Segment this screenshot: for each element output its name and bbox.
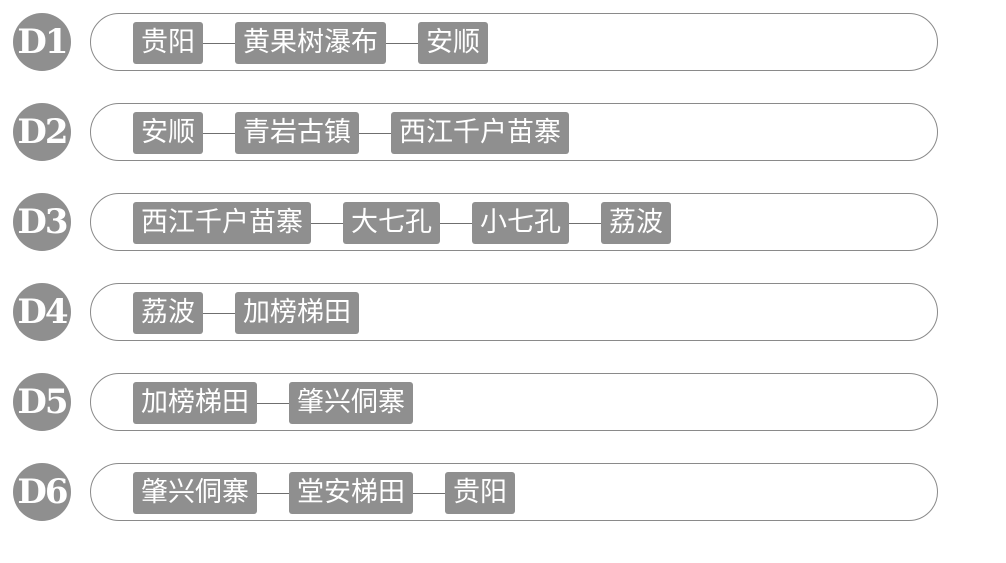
stop-sequence: 荔波 加榜梯田 (133, 292, 359, 334)
day-track: 贵阳 黄果树瀑布 安顺 (90, 13, 938, 71)
day-track: 荔波 加榜梯田 (90, 283, 938, 341)
day-row-5: D5 加榜梯田 肇兴侗寨 (0, 373, 1006, 433)
stop-box: 堂安梯田 (289, 472, 413, 514)
stop-sequence: 肇兴侗寨 堂安梯田 贵阳 (133, 472, 515, 514)
stop-box: 加榜梯田 (235, 292, 359, 334)
day-badge: D3 (13, 193, 71, 251)
connector-line (311, 222, 343, 224)
day-badge: D4 (13, 283, 71, 341)
connector-line (440, 222, 472, 224)
connector-line (257, 402, 289, 404)
stop-box: 加榜梯田 (133, 382, 257, 424)
stop-box: 安顺 (418, 22, 488, 64)
stop-box: 贵阳 (445, 472, 515, 514)
day-track: 肇兴侗寨 堂安梯田 贵阳 (90, 463, 938, 521)
stop-box: 青岩古镇 (235, 112, 359, 154)
stop-sequence: 加榜梯田 肇兴侗寨 (133, 382, 413, 424)
stop-box: 黄果树瀑布 (235, 22, 386, 64)
stop-box: 大七孔 (343, 202, 440, 244)
stop-sequence: 西江千户苗寨 大七孔 小七孔 荔波 (133, 202, 671, 244)
day-track: 加榜梯田 肇兴侗寨 (90, 373, 938, 431)
day-row-6: D6 肇兴侗寨 堂安梯田 贵阳 (0, 463, 1006, 523)
stop-box: 安顺 (133, 112, 203, 154)
stop-box: 小七孔 (472, 202, 569, 244)
stop-sequence: 贵阳 黄果树瀑布 安顺 (133, 22, 488, 64)
day-badge: D5 (13, 373, 71, 431)
day-row-3: D3 西江千户苗寨 大七孔 小七孔 荔波 (0, 193, 1006, 253)
stop-box: 荔波 (601, 202, 671, 244)
connector-line (386, 42, 418, 44)
day-badge: D6 (13, 463, 71, 521)
connector-line (359, 132, 391, 134)
connector-line (257, 492, 289, 494)
day-badge: D2 (13, 103, 71, 161)
day-track: 安顺 青岩古镇 西江千户苗寨 (90, 103, 938, 161)
day-track: 西江千户苗寨 大七孔 小七孔 荔波 (90, 193, 938, 251)
stop-box: 荔波 (133, 292, 203, 334)
day-row-4: D4 荔波 加榜梯田 (0, 283, 1006, 343)
stop-box: 肇兴侗寨 (289, 382, 413, 424)
stop-box: 贵阳 (133, 22, 203, 64)
stop-box: 肇兴侗寨 (133, 472, 257, 514)
connector-line (203, 132, 235, 134)
connector-line (203, 42, 235, 44)
stop-box: 西江千户苗寨 (391, 112, 569, 154)
day-row-1: D1 贵阳 黄果树瀑布 安顺 (0, 13, 1006, 73)
day-row-2: D2 安顺 青岩古镇 西江千户苗寨 (0, 103, 1006, 163)
stop-box: 西江千户苗寨 (133, 202, 311, 244)
connector-line (203, 312, 235, 314)
day-badge: D1 (13, 13, 71, 71)
stop-sequence: 安顺 青岩古镇 西江千户苗寨 (133, 112, 569, 154)
connector-line (413, 492, 445, 494)
connector-line (569, 222, 601, 224)
